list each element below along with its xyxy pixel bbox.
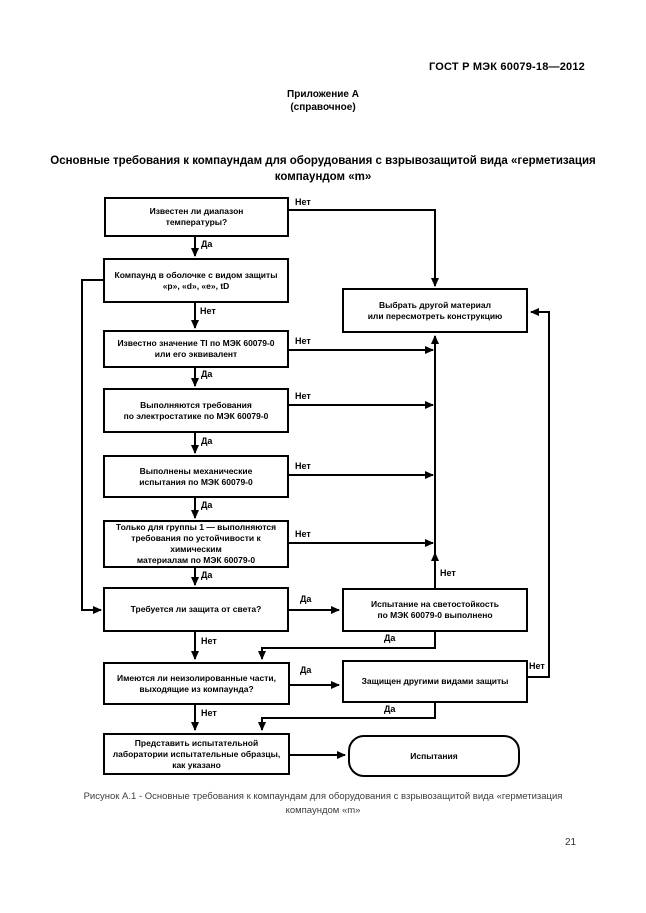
doc-title-line1: Основные требования к компаундам для обо… xyxy=(50,155,596,167)
node-line: лаборатории испытательные образцы, xyxy=(112,748,281,759)
edge-label-electro-no: Нет xyxy=(295,391,311,401)
node-line: Известен ли диапазон xyxy=(149,206,244,216)
edge-label-electro-yes: Да xyxy=(201,436,213,446)
doc-number: ГОСТ Р МЭК 60079-18—2012 xyxy=(428,61,585,73)
annex-title: Приложение А xyxy=(287,89,359,100)
edge-label-parts-yes: Да xyxy=(300,665,312,675)
edge-label-light-yes: Да xyxy=(300,594,312,604)
node-line: требования по устойчивости к химическим xyxy=(131,533,261,554)
edge-label-enclosure-no: Нет xyxy=(200,306,216,316)
node-line: Выполняются требования xyxy=(140,399,252,410)
node-line: Только для группы 1 — выполняются xyxy=(115,522,277,532)
page-number: 21 xyxy=(565,837,577,848)
node-line: температуры? xyxy=(165,217,228,227)
node-light-protection-required: Требуется ли защита от света? xyxy=(103,587,289,632)
node-mechanical-tests: Выполнены механические испытания по МЭК … xyxy=(103,455,289,498)
edge-label-mech-yes: Да xyxy=(201,500,213,510)
edge-label-lighttest-yes: Да xyxy=(384,633,396,643)
node-line: Известно значение TI по МЭК 60079-0 xyxy=(117,338,275,348)
edge-temp-no xyxy=(288,209,439,287)
node-line: Выбрать другой материал xyxy=(378,299,492,310)
node-line: по электростатике по МЭК 60079-0 xyxy=(123,410,269,421)
edge-otherprot-yes xyxy=(258,703,436,731)
node-line: испытания по МЭК 60079-0 xyxy=(139,476,253,487)
edge-otherprot-no xyxy=(528,308,550,678)
node-known-temperature-range: Известен ли диапазон температуры? xyxy=(104,197,289,237)
node-line: «p», «d», «e», tD xyxy=(162,280,230,291)
node-line: или его эквивалент xyxy=(154,349,238,359)
node-line: Выполнены механические xyxy=(139,465,253,476)
doc-title-line2: компаундом «m» xyxy=(274,171,372,183)
node-choose-other-material: Выбрать другой материал или пересмотреть… xyxy=(342,288,528,333)
edge-lighttest-yes xyxy=(258,632,436,660)
node-line: Требуется ли защита от света? xyxy=(130,604,262,614)
edge-label-light-no: Нет xyxy=(201,636,217,646)
node-submit-test-samples: Представить испытательной лаборатории ис… xyxy=(103,733,290,775)
edge-label-otherprot-no: Нет xyxy=(529,661,545,671)
edge-label-parts-no: Нет xyxy=(201,708,217,718)
node-line: по МЭК 60079-0 выполнено xyxy=(377,610,493,620)
edge-label-temp-no: Нет xyxy=(295,197,311,207)
figure-caption-line2: компаундом «m» xyxy=(285,805,361,816)
node-tests-terminal: Испытания xyxy=(348,735,520,777)
node-light-resistance-test-done: Испытание на светостойкость по МЭК 60079… xyxy=(342,588,528,632)
edge-label-group-no: Нет xyxy=(295,529,311,539)
edge-label-temp-yes: Да xyxy=(201,239,213,249)
figure-caption-line1: Рисунок А.1 - Основные требования к комп… xyxy=(83,791,563,802)
node-line: или пересмотреть конструкцию xyxy=(367,310,503,321)
node-line: выходящие из компаунда? xyxy=(139,683,254,694)
edge-label-ti-yes: Да xyxy=(201,369,213,379)
node-ti-value-known: Известно значение TI по МЭК 60079-0 или … xyxy=(103,330,289,368)
node-compound-in-enclosure: Компаунд в оболочке с видом защиты «p», … xyxy=(103,258,289,303)
node-line: Испытания xyxy=(410,750,458,761)
doc-title: Основные требования к компаундам для обо… xyxy=(30,153,616,185)
node-line: Защищен другими видами защиты xyxy=(361,676,509,686)
edge-label-lighttest-no: Нет xyxy=(440,568,456,578)
node-uninsulated-parts: Имеются ли неизолированные части, выходя… xyxy=(103,662,290,705)
node-electrostatic-requirements: Выполняются требования по электростатике… xyxy=(103,388,289,433)
node-line: Компаунд в оболочке с видом защиты xyxy=(114,269,278,280)
node-line: как указано xyxy=(172,759,221,770)
node-line: Испытание на светостойкость xyxy=(371,599,499,609)
edge-label-mech-no: Нет xyxy=(295,461,311,471)
node-line: материалам по МЭК 60079-0 xyxy=(136,555,256,565)
node-group1-chemical-resistance: Только для группы 1 — выполняются требов… xyxy=(103,520,289,568)
edge-label-group-yes: Да xyxy=(201,570,213,580)
edge-label-otherprot-yes: Да xyxy=(384,704,396,714)
annex-heading: Приложение А (справочное) xyxy=(0,88,646,114)
node-protected-by-other-types: Защищен другими видами защиты xyxy=(342,660,528,703)
edge-enclosure-yes-bypass xyxy=(81,279,104,614)
node-line: Имеются ли неизолированные части, xyxy=(117,672,276,683)
figure-caption: Рисунок А.1 - Основные требования к комп… xyxy=(30,790,616,818)
node-line: Представить испытательной xyxy=(134,737,259,748)
edge-label-ti-no: Нет xyxy=(295,336,311,346)
annex-subtitle: (справочное) xyxy=(290,102,356,113)
